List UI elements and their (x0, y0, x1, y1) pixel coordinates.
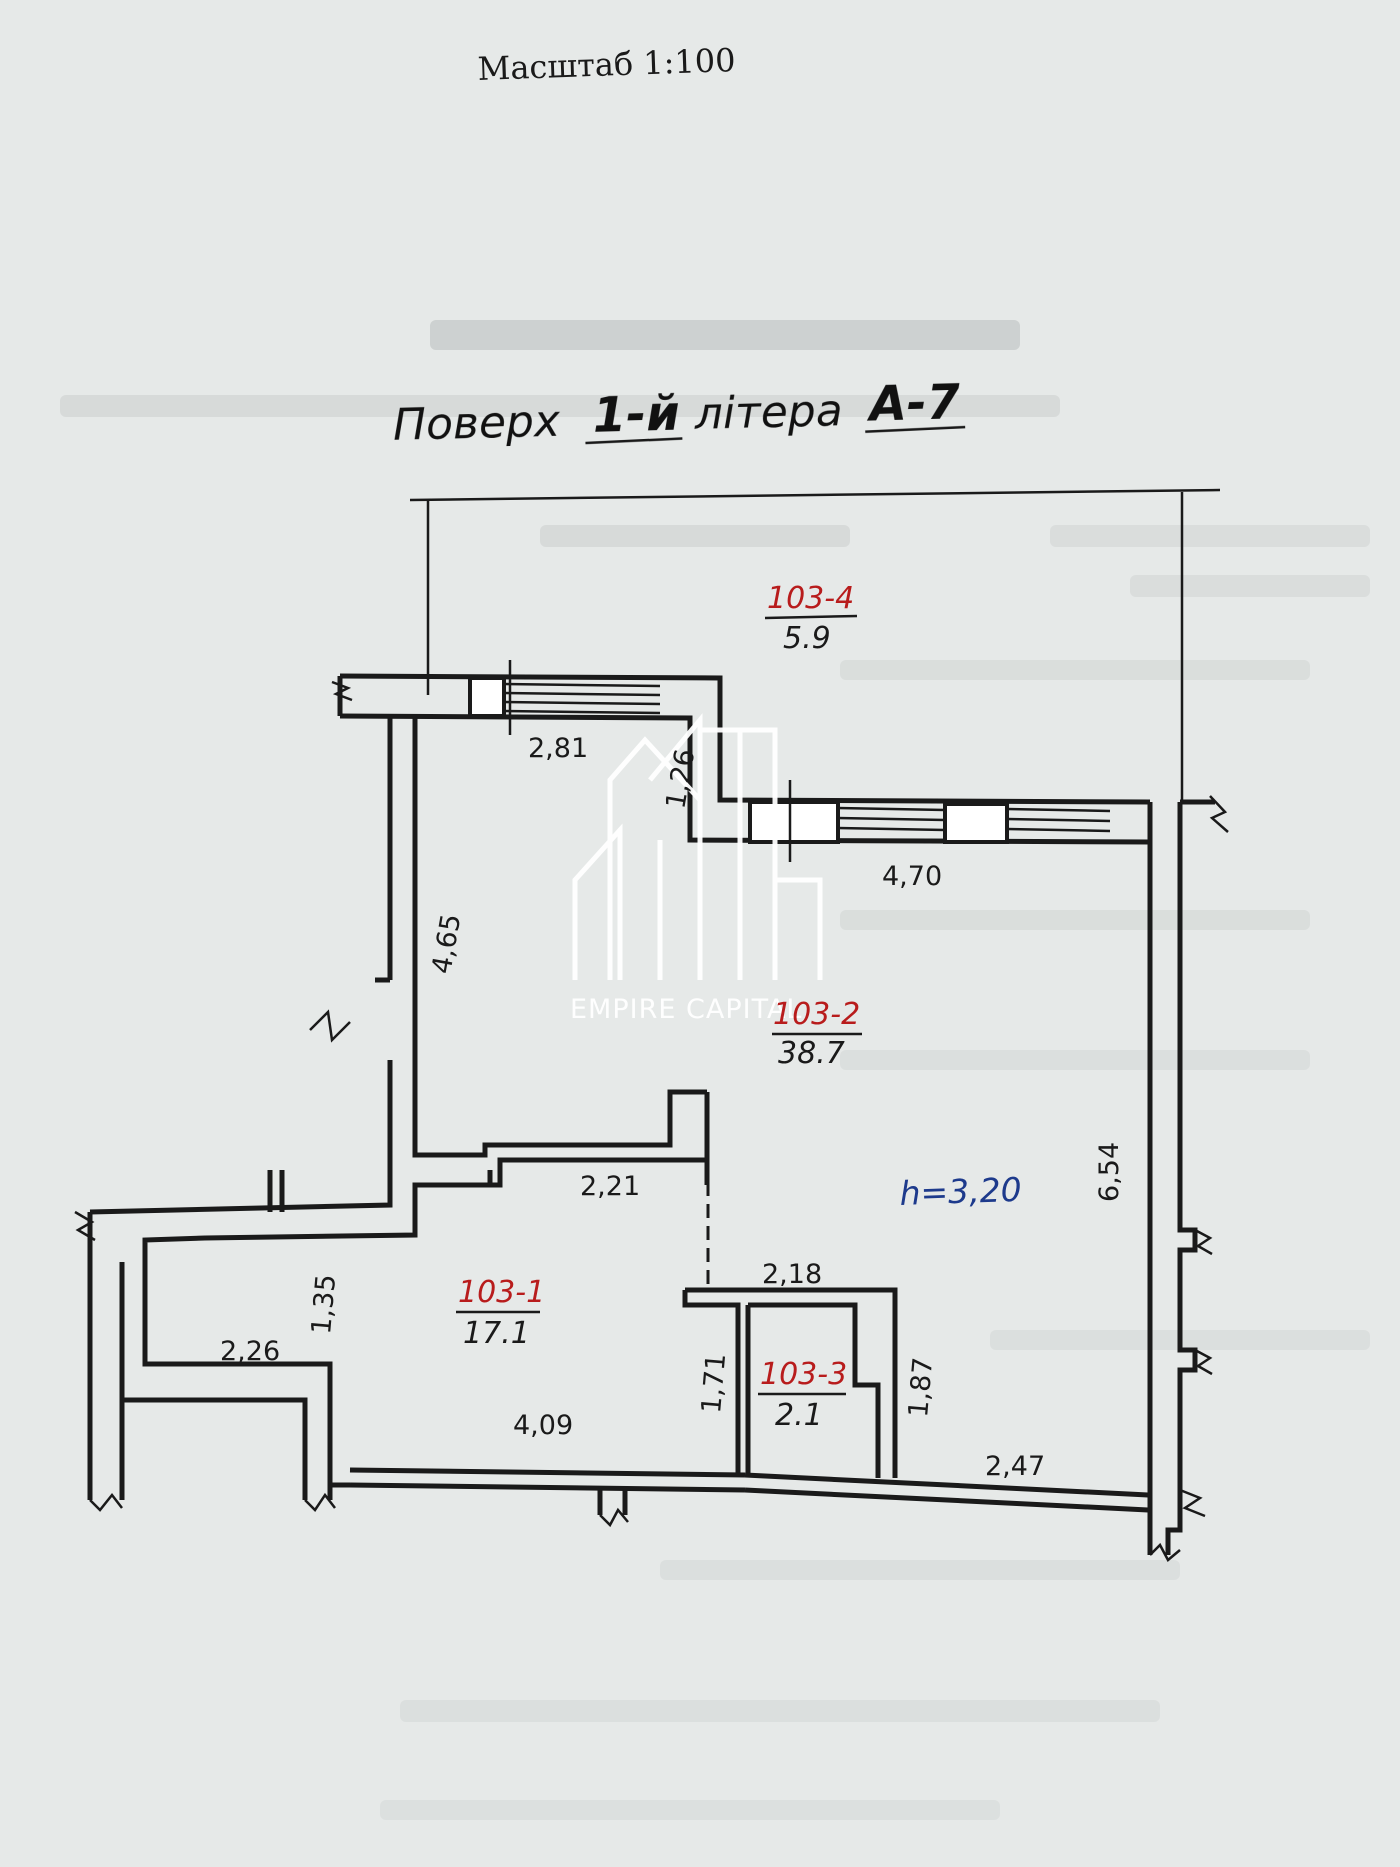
floor-title-middle: літера (693, 385, 843, 440)
room-area: 38.7 (778, 1036, 845, 1071)
dim-2-26: 2,26 (220, 1336, 280, 1367)
dimension-labels: 2,81 1,26 4,70 4,65 6,54 2,21 1,35 2,26 … (220, 733, 1125, 1482)
empire-capital-watermark: EMPIRE CAPITAL (570, 713, 823, 1025)
room-id: 103-2 (773, 997, 860, 1032)
room-area: 2.1 (775, 1398, 823, 1433)
floor-title-letter: А-7 (865, 374, 962, 432)
room-103-3: 103-3 2.1 (758, 1357, 847, 1433)
room-103-1: 103-1 17.1 (456, 1275, 545, 1351)
dim-2-21: 2,21 (580, 1171, 640, 1202)
room-103-2: 103-2 38.7 (772, 997, 862, 1071)
floor-underline (585, 437, 683, 445)
room-area: 5.9 (783, 621, 831, 656)
watermark-text: EMPIRE CAPITAL (570, 994, 802, 1025)
dim-4-09: 4,09 (513, 1410, 573, 1441)
room-103-4: 103-4 5.9 (764, 581, 858, 656)
terrace-outline (409, 488, 1221, 800)
background-bleed-through (60, 320, 1370, 1820)
room-id: 103-4 (767, 581, 854, 616)
dim-1-87: 1,87 (903, 1356, 939, 1419)
dim-6-54: 6,54 (1094, 1142, 1125, 1202)
scale-label: Масштаб 1:100 (477, 41, 736, 88)
room-area: 17.1 (463, 1316, 530, 1351)
watermark-building-icon (572, 713, 823, 980)
walls (87, 673, 1215, 1555)
dim-1-35: 1,35 (306, 1273, 342, 1336)
dim-2-18: 2,18 (762, 1259, 822, 1290)
letter-underline (865, 425, 966, 433)
room-id: 103-3 (760, 1357, 847, 1392)
floor-title-floor: 1-й (592, 386, 680, 444)
window-top-left (468, 660, 661, 735)
dim-1-71: 1,71 (696, 1352, 732, 1415)
floor-title: Поверх 1-й літера А-7 (392, 374, 966, 451)
dim-2-81: 2,81 (528, 733, 588, 764)
dim-4-65: 4,65 (426, 912, 467, 977)
ceiling-height-label: h=3,20 (899, 1170, 1022, 1213)
room-id: 103-1 (458, 1275, 545, 1310)
room-label-underline (764, 614, 858, 620)
break-marks (74, 680, 1229, 1562)
dim-2-47: 2,47 (985, 1451, 1045, 1482)
floor-title-prefix: Поверх (392, 396, 561, 451)
window-top-right (748, 780, 1111, 862)
dim-4-70: 4,70 (882, 861, 942, 892)
